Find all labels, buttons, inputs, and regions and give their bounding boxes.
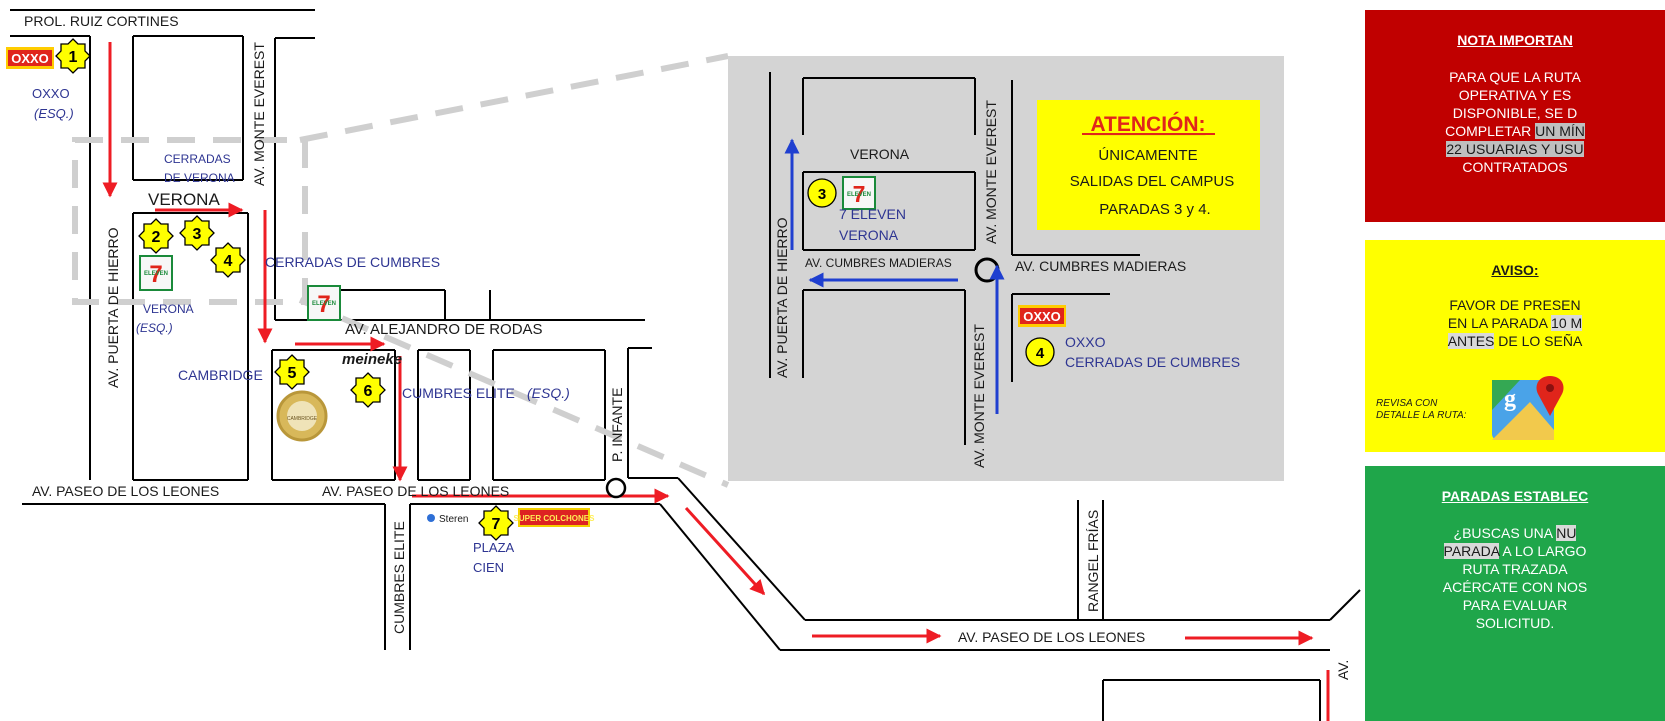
street-monte-everest: AV. MONTE EVEREST (251, 42, 267, 186)
important-note-text: PARA QUE LA RUTA OPERATIVA Y ES DISPONIB… (1445, 69, 1585, 175)
place-plaza-cien-2: CIEN (473, 560, 504, 575)
steren-logo: Steren (427, 514, 468, 525)
cambridge-seal: CAMBRIDGE (276, 390, 328, 442)
svg-text:6: 6 (364, 383, 373, 400)
meineke-logo: meineke (342, 351, 402, 368)
stop-4-marker: 4 (210, 242, 246, 278)
svg-text:SUPER COLCHONES: SUPER COLCHONES (514, 514, 596, 523)
svg-text:3: 3 (193, 226, 202, 243)
stop-markers: 1 2 3 4 5 6 7 (55, 38, 514, 541)
svg-text:7: 7 (492, 516, 501, 533)
svg-text:ELEVEN: ELEVEN (847, 192, 871, 198)
stop-2-marker: 2 (138, 218, 174, 254)
inset-place-oxxo-1: OXXO (1065, 334, 1106, 350)
attention-line-2: SALIDAS DEL CAMPUS (1070, 173, 1235, 190)
attention-title: ATENCIÓN: (1090, 112, 1205, 136)
svg-text:7: 7 (317, 291, 330, 318)
inset-place-oxxo-2: CERRADAS DE CUMBRES (1065, 354, 1240, 370)
super-colchones-logo: SUPER COLCHONES (514, 508, 596, 527)
svg-text:CAMBRIDGE: CAMBRIDGE (287, 416, 318, 422)
inset-oxxo-logo: OXXO (1018, 305, 1066, 327)
seven-eleven-logo-2: 7 ELEVEN (307, 285, 341, 321)
place-verona-711: VERONA (143, 302, 194, 316)
inset-map: VERONA AV. PUERTA DE HIERRO AV. MONTE EV… (728, 56, 1284, 481)
inset-street-monte-everest-top: AV. MONTE EVEREST (983, 100, 999, 244)
svg-text:4: 4 (224, 253, 233, 270)
stop-5-marker: 5 (274, 354, 310, 390)
street-paseo-leones-right: AV. PASEO DE LOS LEONES (958, 629, 1145, 645)
inset-street-puerta-de-hierro: AV. PUERTA DE HIERRO (774, 217, 790, 378)
inset-place-711-1: 7 ELEVEN (839, 206, 906, 222)
place-cerradas-verona-2: DE VERONA (164, 171, 235, 185)
inset-callout-lines (72, 53, 730, 488)
street-paseo-leones-mid: AV. PASEO DE LOS LEONES (322, 483, 509, 499)
svg-text:1: 1 (69, 49, 78, 66)
place-cerradas-cumbres: CERRADAS DE CUMBRES (265, 254, 440, 270)
street-rangel-frias: RANGEL FRÍAS (1085, 510, 1101, 612)
svg-text:Steren: Steren (439, 514, 468, 525)
stop-3-marker: 3 (179, 215, 215, 251)
svg-text:7: 7 (853, 181, 866, 207)
place-cambridge: CAMBRIDGE (178, 367, 263, 383)
inset-street-cumbres-madieras-left: AV. CUMBRES MADIERAS (805, 256, 952, 270)
svg-text:2: 2 (152, 229, 161, 246)
roundabout-icon (605, 477, 627, 499)
place-cumbres-elite: CUMBRES ELITE (402, 385, 515, 401)
inset-place-711-2: VERONA (839, 227, 899, 243)
street-puerta-de-hierro: AV. PUERTA DE HIERRO (105, 227, 121, 388)
google-maps-icon[interactable]: g (1490, 372, 1570, 442)
place-plaza-cien-1: PLAZA (473, 540, 515, 555)
street-cumbres-elite: CUMBRES ELITE (391, 521, 407, 634)
oxxo-logo: OXXO (6, 47, 54, 69)
street-prol-ruiz-cortines: PROL. RUIZ CORTINES (24, 13, 179, 29)
stop-6-marker: 6 (350, 372, 386, 408)
place-verona-711-esq: (ESQ.) (136, 321, 173, 335)
svg-text:3: 3 (818, 186, 826, 203)
established-stops-text: ¿BUSCAS UNA NU PARADA A LO LARGO RUTA TR… (1442, 525, 1588, 631)
inset-street-cumbres-madieras-right: AV. CUMBRES MADIERAS (1015, 258, 1186, 274)
stop-7-marker: 7 (478, 505, 514, 541)
street-alejandro-de-rodas: AV. ALEJANDRO DE RODAS (345, 321, 543, 338)
inset-stop-3-marker: 3 (807, 178, 837, 208)
inset-street-monte-everest-bottom: AV. MONTE EVEREST (971, 324, 987, 468)
inset-seven-eleven-logo: 7 ELEVEN (842, 176, 876, 210)
place-cerradas-verona-1: CERRADAS (164, 152, 231, 166)
notice-title: AVISO: (1491, 262, 1539, 278)
attention-line-1: ÚNICAMENTE (1098, 147, 1197, 164)
important-note-panel: NOTA IMPORTAN PARA QUE LA RUTA OPERATIVA… (1365, 10, 1665, 222)
svg-text:5: 5 (288, 365, 297, 382)
attention-box: ATENCIÓN: ÚNICAMENTE SALIDAS DEL CAMPUS … (1037, 100, 1260, 230)
place-oxxo-esq: (ESQ.) (34, 106, 74, 121)
inset-stop-4-marker: 4 (1025, 337, 1055, 367)
stop-1-marker: 1 (55, 38, 91, 74)
place-cumbres-elite-esq: (ESQ.) (527, 385, 570, 401)
street-av-edge: AV. (1335, 660, 1351, 680)
street-verona: VERONA (148, 190, 220, 209)
street-p-infante: P. INFANTE (609, 388, 625, 462)
attention-line-3: PARADAS 3 y 4. (1099, 201, 1210, 218)
established-stops-title: PARADAS ESTABLEC (1441, 488, 1589, 504)
street-lines (10, 9, 1361, 721)
seven-eleven-logo: 7 ELEVEN (139, 255, 173, 291)
established-stops-panel: PARADAS ESTABLEC ¿BUSCAS UNA NU PARADA A… (1365, 466, 1665, 721)
svg-text:7: 7 (149, 261, 162, 288)
route-arrows (102, 42, 1330, 721)
svg-text:4: 4 (1036, 345, 1045, 362)
review-route-label: REVISA CON DETALLE LA RUTA: (1376, 398, 1467, 421)
important-note-title: NOTA IMPORTAN (1457, 32, 1573, 48)
notice-text: FAVOR DE PRESEN EN LA PARADA 10 M ANTES … (1447, 297, 1583, 349)
place-oxxo: OXXO (32, 86, 70, 101)
svg-text:ELEVEN: ELEVEN (312, 301, 336, 307)
svg-text:ELEVEN: ELEVEN (144, 271, 168, 277)
inset-street-verona: VERONA (850, 146, 910, 162)
svg-text:OXXO: OXXO (11, 51, 49, 66)
street-paseo-leones-left: AV. PASEO DE LOS LEONES (32, 483, 219, 499)
svg-text:g: g (1504, 386, 1516, 412)
svg-text:OXXO: OXXO (1023, 309, 1061, 324)
